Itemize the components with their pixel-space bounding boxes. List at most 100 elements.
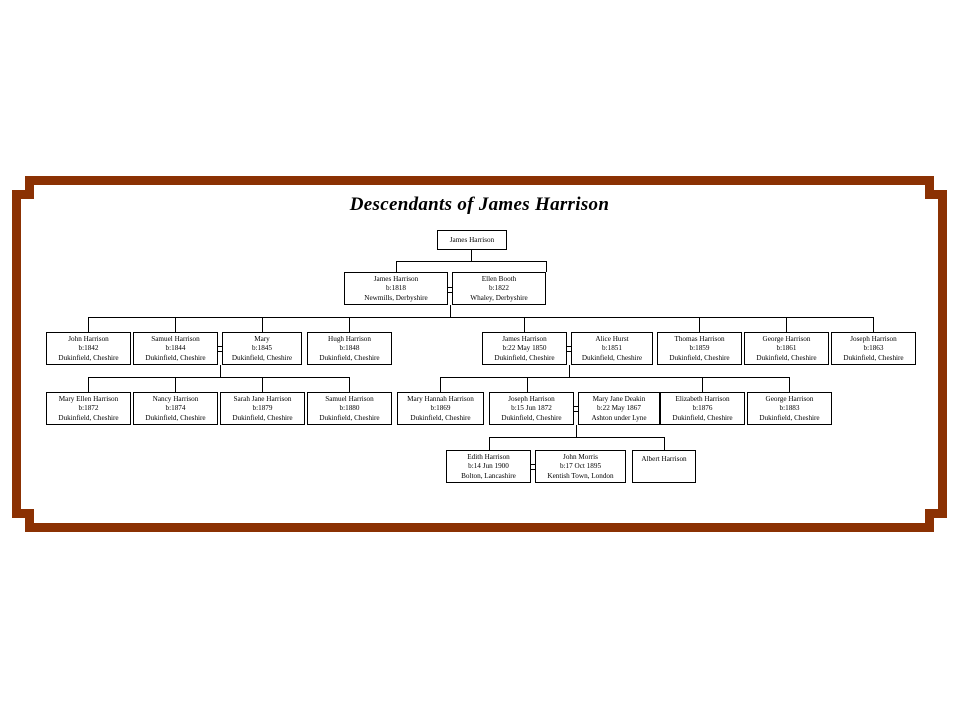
- person-name: Edith Harrison: [467, 453, 510, 461]
- person-birth: b:1869: [430, 404, 451, 413]
- connector-g4-george-down: [789, 377, 790, 392]
- person-place: Dukinfield, Cheshire: [494, 353, 555, 362]
- connector-g2-ellen-down: [546, 261, 547, 272]
- person-name: Ellen Booth: [481, 275, 517, 283]
- connector-g4-nancy-down: [175, 377, 176, 392]
- person-box-george-harrison-g4[interactable]: George Harrison b:1883 Dukinfield, Chesh…: [747, 392, 832, 425]
- person-box-elizabeth-harrison[interactable]: Elizabeth Harrison b:1876 Dukinfield, Ch…: [660, 392, 745, 425]
- person-birth: b:1845: [252, 344, 272, 353]
- person-place: Dukinfield, Cheshire: [756, 353, 817, 362]
- marriage-connector-g5-edith-john: [531, 464, 535, 470]
- person-box-mary-hannah-harrison[interactable]: Mary Hannah Harrison b:1869 Dukinfield, …: [397, 392, 484, 425]
- person-birth: b:1872: [78, 404, 99, 413]
- person-place: Dukinfield, Cheshire: [759, 413, 820, 422]
- connector-g4-elizabeth-down: [702, 377, 703, 392]
- person-name: Albert Harrison: [641, 455, 687, 463]
- person-place: Dukinfield, Cheshire: [232, 413, 293, 422]
- person-box-joseph-harrison-g4[interactable]: Joseph Harrison b:15 Jun 1872 Dukinfield…: [489, 392, 574, 425]
- person-place: Dukinfield, Cheshire: [58, 413, 119, 422]
- person-box-samuel-harrison-g3[interactable]: Samuel Harrison b:1844 Dukinfield, Chesh…: [133, 332, 218, 365]
- person-name: James Harrison: [449, 236, 495, 244]
- person-box-thomas-harrison[interactable]: Thomas Harrison b:1859 Dukinfield, Chesh…: [657, 332, 742, 365]
- connector-g2-couple-down: [450, 305, 451, 317]
- person-box-nancy-harrison[interactable]: Nancy Harrison b:1874 Dukinfield, Cheshi…: [133, 392, 218, 425]
- person-birth: b:1874: [165, 404, 186, 413]
- person-birth: b:15 Jun 1872: [511, 404, 552, 413]
- page-title: Descendants of James Harrison: [349, 194, 610, 215]
- person-birth: b:1883: [779, 404, 800, 413]
- person-name: George Harrison: [762, 335, 811, 343]
- connector-g3-george-down: [786, 317, 787, 332]
- person-box-hugh-harrison[interactable]: Hugh Harrison b:1848 Dukinfield, Cheshir…: [307, 332, 392, 365]
- connector-g5-bus: [489, 437, 664, 438]
- person-box-edith-harrison[interactable]: Edith Harrison b:14 Jun 1900 Bolton, Lan…: [446, 450, 531, 483]
- person-place: Dukinfield, Cheshire: [501, 413, 562, 422]
- person-birth: b:1876: [692, 404, 713, 413]
- person-birth: b:1879: [252, 404, 273, 413]
- person-box-james-harrison-g3[interactable]: James Harrison b:22 May 1850 Dukinfield,…: [482, 332, 567, 365]
- person-name: Alice Hurst: [595, 335, 629, 343]
- person-place: Dukinfield, Cheshire: [843, 353, 904, 362]
- person-box-albert-harrison[interactable]: Albert Harrison: [632, 450, 696, 483]
- marriage-connector-g2: [448, 287, 452, 293]
- connector-g4-sarahjane-down: [262, 377, 263, 392]
- person-name: Mary Ellen Harrison: [58, 395, 119, 403]
- connector-g4-maryhannah-down: [440, 377, 441, 392]
- frame-corner-bottom-right-arm: [925, 509, 947, 518]
- frame-corner-top-left: [25, 176, 34, 199]
- person-box-mary-jane-deakin[interactable]: Mary Jane Deakin b:22 May 1867 Ashton un…: [578, 392, 660, 425]
- connector-g3-bus: [88, 317, 873, 318]
- person-birth: b:1818: [386, 284, 406, 293]
- frame-corner-bottom-right: [925, 509, 934, 532]
- connector-g4-joseph-down: [527, 377, 528, 392]
- person-box-john-harrison[interactable]: John Harrison b:1842 Dukinfield, Cheshir…: [46, 332, 131, 365]
- person-box-samuel-harrison-g4[interactable]: Samuel Harrison b:1880 Dukinfield, Chesh…: [307, 392, 392, 425]
- person-birth: b:1844: [165, 344, 186, 353]
- person-birth: b:1880: [339, 404, 360, 413]
- connector-g4-right-bus: [440, 377, 789, 378]
- person-name: Hugh Harrison: [328, 335, 371, 343]
- person-box-james-harrison-g2[interactable]: James Harrison b:1818 Newmills, Derbyshi…: [344, 272, 448, 305]
- person-name: Mary Jane Deakin: [592, 395, 646, 403]
- person-box-mary-ellen-harrison[interactable]: Mary Ellen Harrison b:1872 Dukinfield, C…: [46, 392, 131, 425]
- person-box-james-harrison-g1[interactable]: James Harrison: [437, 230, 507, 250]
- marriage-connector-g3-james-alice: [567, 346, 571, 352]
- person-name: John Harrison: [68, 335, 109, 343]
- connector-g4-maryellen-down: [88, 377, 89, 392]
- connector-g3-thomas-down: [699, 317, 700, 332]
- person-name: Sarah Jane Harrison: [233, 395, 292, 403]
- connector-g5-albert-down: [664, 437, 665, 450]
- decorative-frame: [12, 176, 947, 532]
- connector-g4-samuel-down: [349, 377, 350, 392]
- person-place: Dukinfield, Cheshire: [231, 353, 293, 362]
- person-box-mary-g3[interactable]: Mary b:1845 Dukinfield, Cheshire: [222, 332, 302, 365]
- person-place: Dukinfield, Cheshire: [145, 353, 206, 362]
- person-name: James Harrison: [502, 335, 547, 343]
- connector-g4-left-bus: [88, 377, 350, 378]
- person-box-john-morris[interactable]: John Morris b:17 Oct 1895 Kentish Town, …: [535, 450, 626, 483]
- person-box-george-harrison-g3[interactable]: George Harrison b:1861 Dukinfield, Chesh…: [744, 332, 829, 365]
- frame-bar-top: [34, 176, 925, 185]
- connector-g3-samuel-down: [175, 317, 176, 332]
- person-box-ellen-booth[interactable]: Ellen Booth b:1822 Whaley, Derbyshire: [452, 272, 546, 305]
- frame-corner-top-right-arm: [925, 190, 947, 199]
- person-box-joseph-harrison-g3[interactable]: Joseph Harrison b:1863 Dukinfield, Chesh…: [831, 332, 916, 365]
- person-birth: b:1848: [339, 344, 360, 353]
- marriage-connector-g4-joseph-maryjane: [574, 406, 578, 412]
- person-place: Dukinfield, Cheshire: [58, 353, 119, 362]
- person-birth: b:1851: [602, 344, 622, 353]
- person-name: Samuel Harrison: [325, 395, 374, 403]
- person-name: Mary Hannah Harrison: [407, 395, 474, 403]
- person-box-alice-hurst[interactable]: Alice Hurst b:1851 Dukinfield, Cheshire: [571, 332, 653, 365]
- connector-g3-samuel-couple-down: [220, 365, 221, 377]
- connector-g3-hugh-down: [349, 317, 350, 332]
- person-place: Newmills, Derbyshire: [364, 293, 428, 302]
- person-name: Samuel Harrison: [151, 335, 200, 343]
- person-place: Dukinfield, Cheshire: [410, 413, 471, 422]
- person-box-sarah-jane-harrison[interactable]: Sarah Jane Harrison b:1879 Dukinfield, C…: [220, 392, 305, 425]
- connector-g3-james-couple-down: [569, 365, 570, 377]
- person-name: Nancy Harrison: [152, 395, 199, 403]
- person-birth: b:14 Jun 1900: [468, 462, 509, 471]
- person-birth: b:22 May 1867: [597, 404, 641, 413]
